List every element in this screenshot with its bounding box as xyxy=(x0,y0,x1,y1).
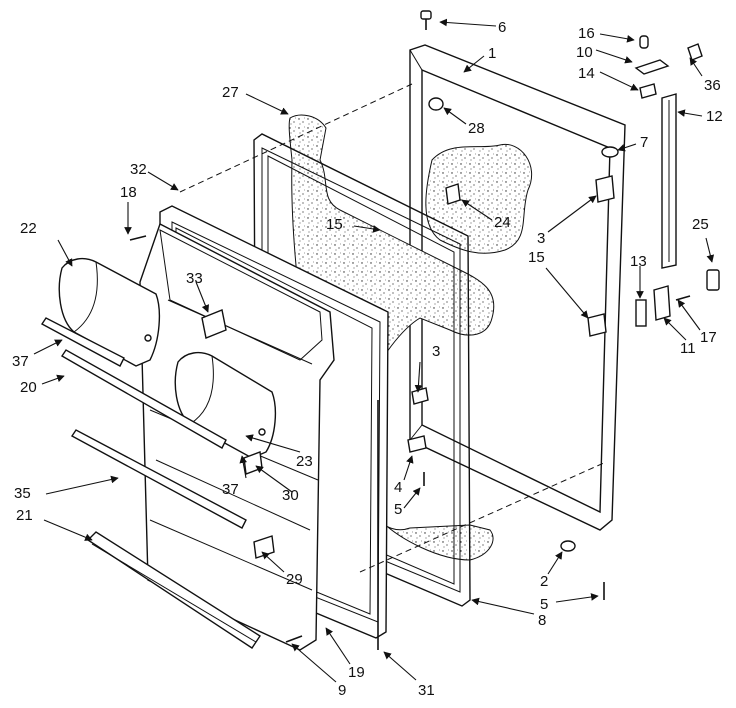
shelf-rail-21 xyxy=(86,531,261,649)
foam-cutaway xyxy=(425,143,533,254)
top-hinge-hardware xyxy=(601,35,703,158)
callout-21: 21 xyxy=(16,507,33,524)
callout-15b: 15 xyxy=(528,249,545,266)
callout-19: 19 xyxy=(348,664,365,681)
retainer-33 xyxy=(201,309,227,339)
bottom-hardware xyxy=(560,540,605,600)
callout-15a: 15 xyxy=(326,216,343,233)
shelf-rail-20 xyxy=(61,349,227,449)
callout-13: 13 xyxy=(630,253,647,270)
callout-33: 33 xyxy=(186,270,203,287)
callout-6: 6 xyxy=(498,19,506,36)
callout-25: 25 xyxy=(692,216,709,233)
callout-31: 31 xyxy=(418,682,435,699)
callout-12: 12 xyxy=(706,108,723,125)
callout-labels: 6 1 16 10 14 36 12 27 28 7 32 18 24 15 3… xyxy=(12,19,723,699)
plug-28 xyxy=(428,97,444,111)
callout-37a: 37 xyxy=(12,353,29,370)
callout-18: 18 xyxy=(120,184,137,201)
callout-28: 28 xyxy=(468,120,485,137)
callout-9: 9 xyxy=(338,682,346,699)
callout-7: 7 xyxy=(640,134,648,151)
callout-3b: 3 xyxy=(432,343,440,360)
callout-20: 20 xyxy=(20,379,37,396)
callout-29: 29 xyxy=(286,571,303,588)
callout-11: 11 xyxy=(680,340,696,357)
callout-36: 36 xyxy=(704,77,721,94)
upper-bin-22 xyxy=(58,257,161,367)
screws-left xyxy=(129,235,303,643)
callout-1: 1 xyxy=(488,45,496,62)
callout-14: 14 xyxy=(578,65,595,82)
callout-5b: 5 xyxy=(540,596,548,613)
callout-24: 24 xyxy=(494,214,511,231)
clip-24 xyxy=(445,183,461,205)
hinge-strip xyxy=(661,93,677,269)
leader-lines xyxy=(33,18,715,683)
callout-32: 32 xyxy=(130,161,147,178)
top-screw xyxy=(420,10,432,30)
callout-3a: 3 xyxy=(537,230,545,247)
callout-23: 23 xyxy=(296,453,313,470)
callout-30: 30 xyxy=(282,487,299,504)
callout-8: 8 xyxy=(538,612,546,629)
callout-35: 35 xyxy=(14,485,31,502)
callout-16: 16 xyxy=(578,25,595,42)
callout-22: 22 xyxy=(20,220,37,237)
shelf-rail-37-upper xyxy=(40,317,125,367)
right-side-small-parts xyxy=(635,269,720,327)
callout-10: 10 xyxy=(576,44,593,61)
shelf-rail-35 xyxy=(70,429,247,529)
middle-bin-23 xyxy=(174,351,277,459)
middle-hinge-hardware xyxy=(587,175,615,337)
callout-5a: 5 xyxy=(394,501,402,518)
callout-4: 4 xyxy=(394,479,402,496)
callout-2: 2 xyxy=(540,573,548,590)
callout-37b: 37 xyxy=(222,481,239,498)
alignment-lines xyxy=(179,83,607,573)
callout-17: 17 xyxy=(700,329,717,346)
callout-27: 27 xyxy=(222,84,239,101)
